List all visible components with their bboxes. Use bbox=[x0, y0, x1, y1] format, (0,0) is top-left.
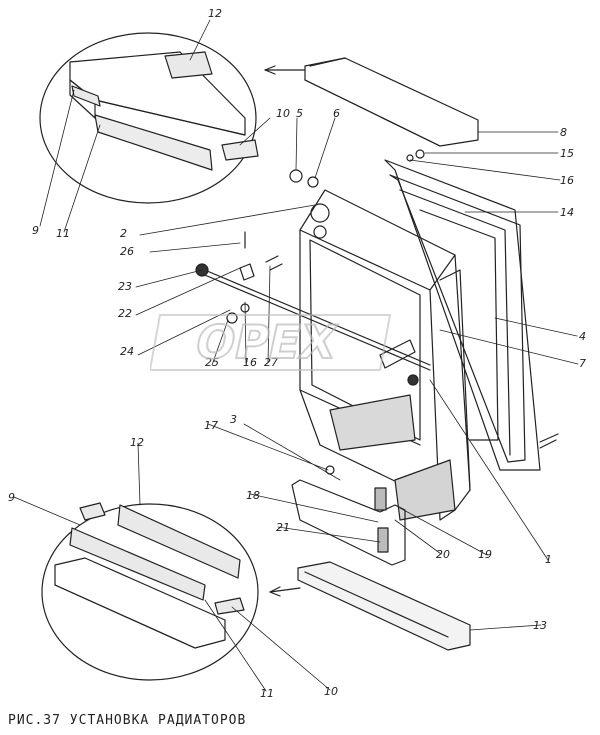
callout-label: 25 bbox=[205, 356, 219, 369]
callout-label: 27 bbox=[264, 356, 278, 369]
callout-label: 5 bbox=[296, 107, 303, 120]
callout-label: 10 bbox=[276, 107, 290, 120]
seal-strip-9-bot bbox=[69, 527, 206, 601]
watermark-text: OPEX bbox=[191, 315, 342, 368]
callout-label: 22 bbox=[118, 307, 132, 320]
callout-label: 3 bbox=[230, 413, 237, 426]
washer-24 bbox=[226, 312, 238, 324]
bracket-4 bbox=[379, 339, 416, 369]
callout-label: 18 bbox=[246, 489, 260, 502]
bolt-5 bbox=[289, 169, 303, 183]
callout-label: 21 bbox=[276, 521, 290, 534]
seal-pad-bot bbox=[79, 502, 106, 521]
top-cover-8 bbox=[304, 57, 479, 147]
arrow-bottom bbox=[269, 587, 301, 593]
callout-label: 16 bbox=[243, 356, 257, 369]
callout-label: 12 bbox=[208, 7, 222, 20]
washer-6 bbox=[307, 176, 319, 188]
callout-label: 9 bbox=[32, 224, 39, 237]
callout-label: 16 bbox=[560, 174, 574, 187]
callout-label: 19 bbox=[478, 548, 492, 561]
callout-label: 20 bbox=[436, 548, 450, 561]
callout-label: 2 bbox=[120, 227, 127, 240]
callout-label: 14 bbox=[560, 206, 574, 219]
bottom-cover-13 bbox=[297, 561, 471, 651]
mounting-frame-14 bbox=[384, 159, 541, 471]
figure-caption: РИС.37 УСТАНОВКА РАДИАТОРОВ bbox=[8, 713, 247, 728]
callout-label: 7 bbox=[579, 357, 586, 370]
detail-circle-top bbox=[39, 32, 257, 204]
callout-label: 13 bbox=[533, 619, 547, 632]
detail-circle-bottom bbox=[41, 503, 259, 681]
callout-label: 9 bbox=[8, 491, 15, 504]
callout-label: 8 bbox=[560, 126, 567, 139]
callout-label: 11 bbox=[56, 227, 70, 240]
clip-27 bbox=[239, 263, 255, 281]
frame-bolt bbox=[539, 433, 559, 449]
radiator-fins bbox=[329, 394, 416, 451]
spring-20 bbox=[374, 487, 387, 511]
callout-label: 24 bbox=[120, 345, 134, 358]
callout-label: 12 bbox=[130, 436, 144, 449]
callout-label: 4 bbox=[579, 330, 586, 343]
callout-label: 6 bbox=[333, 107, 340, 120]
seal-strip-9-top bbox=[71, 85, 101, 107]
seal-pad-10-bot bbox=[214, 597, 245, 615]
callout-label: 10 bbox=[324, 685, 338, 698]
spring-21 bbox=[377, 527, 389, 553]
bolt-15 bbox=[415, 149, 425, 159]
seal-strip-11-top bbox=[94, 114, 213, 171]
callout-label: 17 bbox=[204, 419, 218, 432]
opex-watermark: OPEX bbox=[150, 314, 392, 371]
callout-label: 23 bbox=[118, 280, 132, 293]
seal-pad-10-top bbox=[221, 139, 259, 161]
seal-strip-12-top bbox=[164, 51, 213, 79]
callout-label: 1 bbox=[545, 553, 552, 566]
callout-label: 26 bbox=[120, 245, 134, 258]
seal-strip-12-bot bbox=[117, 504, 241, 579]
filler-cap-2 bbox=[310, 203, 330, 223]
callout-label: 11 bbox=[260, 687, 274, 700]
nut-right bbox=[407, 374, 419, 386]
callout-label: 15 bbox=[560, 147, 574, 160]
washer-16 bbox=[406, 154, 414, 162]
radiator-core bbox=[299, 189, 471, 511]
